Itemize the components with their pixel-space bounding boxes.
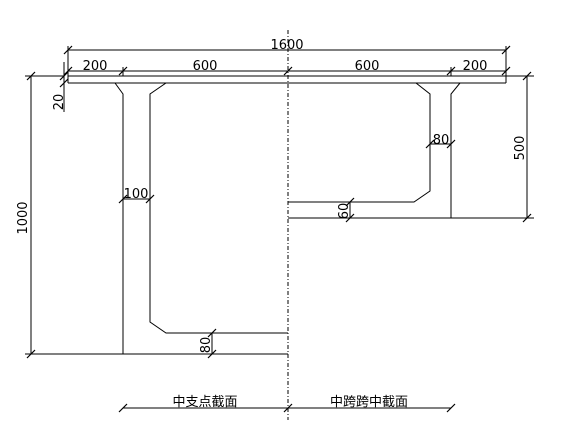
tick-mark xyxy=(118,403,128,413)
dim-midspan-bottom-slab: 60 xyxy=(337,203,352,220)
dim-left-flange: 200 xyxy=(83,59,108,74)
section-outline xyxy=(67,75,507,355)
midspan-bottom-slab-dimension: 60 xyxy=(337,197,355,223)
pier-height-dimension: 1000 xyxy=(16,71,123,359)
tick-mark xyxy=(59,78,69,88)
midspan-section-inner-edge xyxy=(288,82,431,203)
pier-section-outer-edge xyxy=(114,82,288,355)
dim-right-span: 600 xyxy=(355,59,380,74)
pier-section-label: 中支点截面 xyxy=(172,395,237,410)
tick-mark xyxy=(446,66,456,76)
tick-mark xyxy=(26,349,36,359)
tick-mark xyxy=(63,45,73,55)
tick-mark xyxy=(345,213,355,223)
dim-total-width: 1600 xyxy=(270,38,303,53)
tick-mark xyxy=(501,45,511,55)
section-labels: 中支点截面 中跨跨中截面 xyxy=(118,395,456,413)
tick-mark xyxy=(118,194,128,204)
tick-mark xyxy=(118,66,128,76)
tick-mark xyxy=(446,403,456,413)
dim-web-thickness: 100 xyxy=(124,187,149,202)
tick-mark xyxy=(446,139,456,149)
dim-pier-bottom-slab: 80 xyxy=(199,337,214,354)
tick-mark xyxy=(283,403,293,413)
tick-mark xyxy=(425,139,435,149)
dim-pier-height: 1000 xyxy=(16,201,31,234)
tick-mark xyxy=(501,66,511,76)
tick-mark xyxy=(522,213,532,223)
dim-left-span: 600 xyxy=(193,59,218,74)
tick-mark xyxy=(145,194,155,204)
tick-mark xyxy=(522,71,532,81)
tick-mark xyxy=(283,66,293,76)
midspan-section-outer-edge xyxy=(288,82,461,219)
tick-mark xyxy=(345,197,355,207)
pier-section-inner-edge xyxy=(149,82,288,334)
top-dimension-chain: 1600 200 600 600 200 xyxy=(63,38,511,76)
tick-mark xyxy=(207,328,217,338)
midspan-height-dimension: 500 xyxy=(451,71,534,223)
dim-midspan-web: 80 xyxy=(433,133,450,148)
tick-mark xyxy=(207,349,217,359)
web-thickness-dimension: 100 xyxy=(118,187,155,204)
midspan-web-dimension: 80 xyxy=(425,133,456,149)
pier-bottom-slab-dimension: 80 xyxy=(199,328,217,359)
dim-right-flange: 200 xyxy=(463,59,488,74)
dim-midspan-height: 500 xyxy=(513,136,528,161)
tick-mark xyxy=(63,66,73,76)
flange-thickness-dimension: 20 xyxy=(52,62,69,112)
tick-mark xyxy=(26,71,36,81)
dim-flange-thickness: 20 xyxy=(52,94,67,111)
midspan-section-label: 中跨跨中截面 xyxy=(330,395,408,410)
